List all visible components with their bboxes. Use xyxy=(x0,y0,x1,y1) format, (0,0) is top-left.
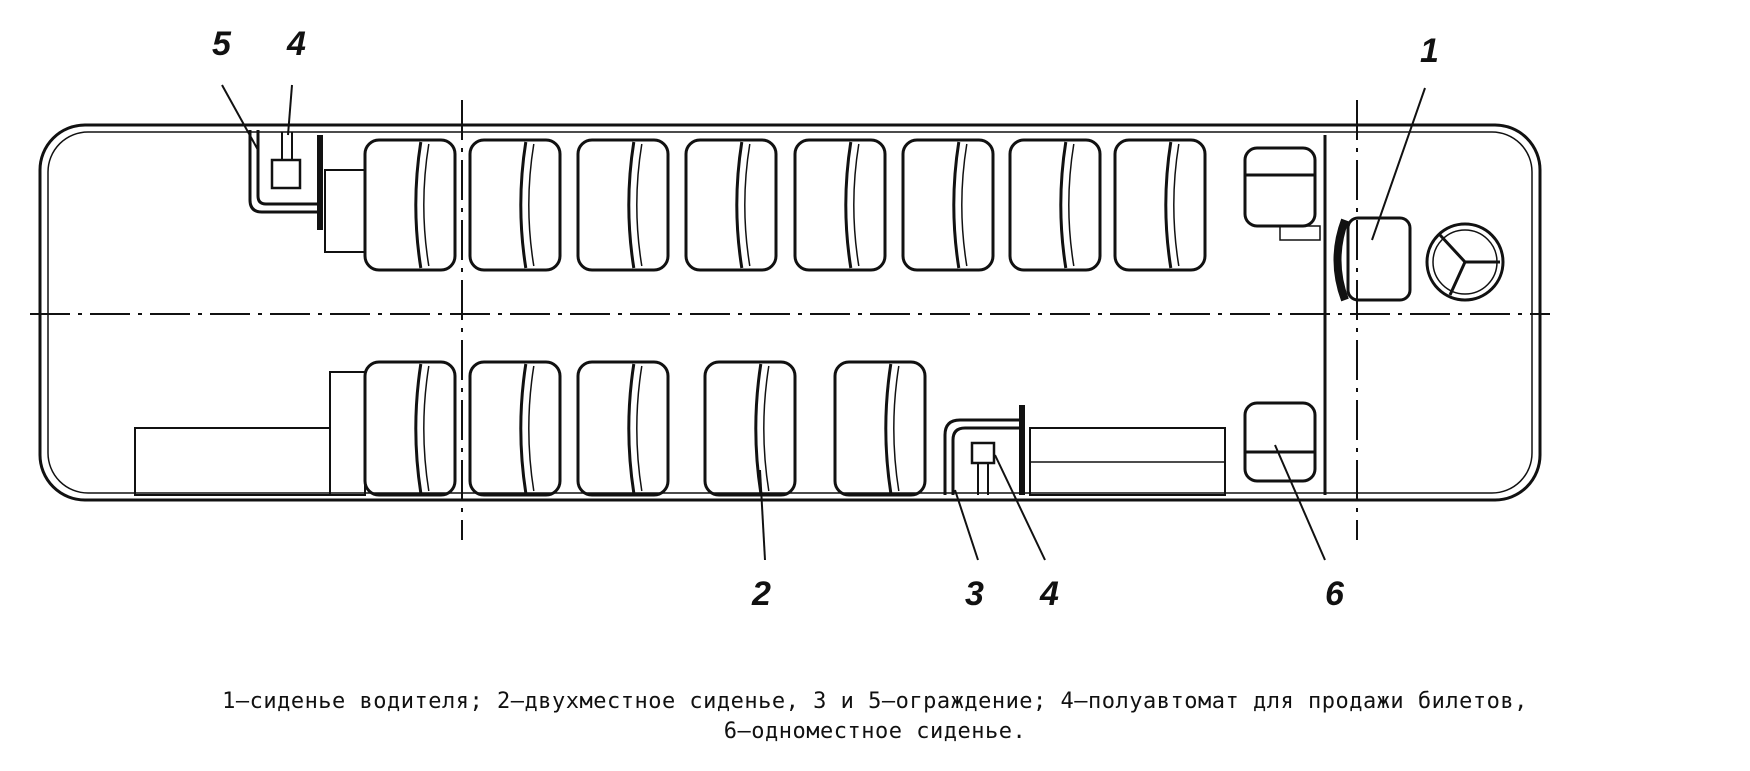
caption-line-1: 1—сиденье водителя; 2—двухместное сидень… xyxy=(222,689,1528,714)
bottom-seat-row xyxy=(363,360,927,497)
double-seat xyxy=(363,360,457,497)
callout-4-rear: 4 xyxy=(286,25,306,63)
single-seat-top xyxy=(1243,146,1321,241)
bus-floor-plan: 5 4 1 2 3 4 6 xyxy=(30,25,1550,613)
callout-6: 6 xyxy=(1325,575,1345,613)
ticket-machine-front xyxy=(970,441,996,495)
callout-4-front: 4 xyxy=(1039,575,1059,613)
double-seat xyxy=(703,360,797,497)
steering-wheel-icon xyxy=(1425,222,1505,302)
double-seat xyxy=(468,360,562,497)
callout-1: 1 xyxy=(1420,32,1439,70)
bus-body-outline xyxy=(38,123,1542,502)
double-seat xyxy=(363,138,457,272)
double-seat xyxy=(576,360,670,497)
double-seat xyxy=(833,360,927,497)
double-seat xyxy=(468,138,562,272)
top-seat-row xyxy=(363,138,1207,272)
bus-body-inner-outline xyxy=(47,131,1533,494)
double-seat xyxy=(1008,138,1102,272)
driver-seat xyxy=(1333,216,1412,302)
leader-lines xyxy=(221,84,1426,561)
callout-3: 3 xyxy=(965,575,984,613)
callout-2: 2 xyxy=(751,575,771,613)
double-seat xyxy=(1113,138,1207,272)
double-seat xyxy=(684,138,778,272)
double-seat xyxy=(901,138,995,272)
ticket-machine-rear xyxy=(270,132,302,190)
guard-rear xyxy=(248,130,366,253)
double-seat xyxy=(793,138,887,272)
callout-5: 5 xyxy=(212,25,232,63)
double-seat xyxy=(576,138,670,272)
caption-line-2: 6—одноместное сиденье. xyxy=(723,719,1027,744)
rear-compartment xyxy=(134,427,331,496)
guard-front xyxy=(943,405,1025,495)
single-seat-bottom xyxy=(1243,401,1317,483)
